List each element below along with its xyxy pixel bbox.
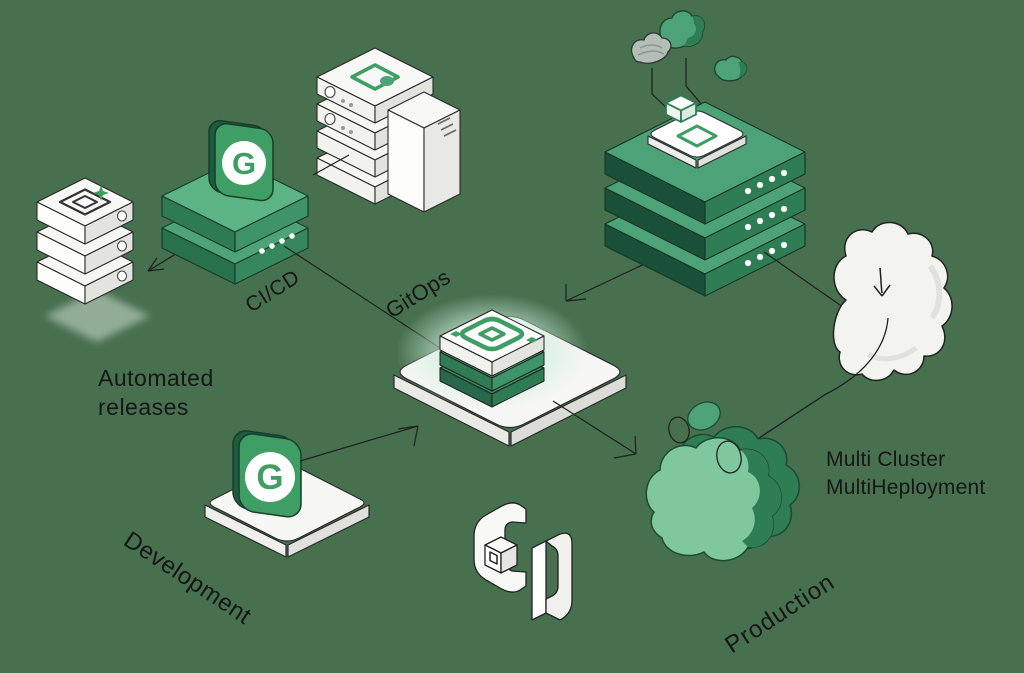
server-shadow (45, 290, 150, 342)
cluster-to-multicloud-line (763, 251, 851, 313)
label-line: releases (98, 394, 189, 420)
vent-lines (437, 117, 457, 137)
label-line: MultiHeployment (826, 476, 986, 499)
g-logo-badge-development: G (232, 430, 302, 518)
sparkle-icon (93, 185, 109, 201)
sync-arrow-icon (873, 267, 891, 297)
cloud-green-large (659, 10, 706, 49)
package-icon-3d (473, 502, 573, 621)
package-stack (439, 309, 545, 408)
development-arrow (299, 425, 419, 462)
config-cube-icon (665, 94, 697, 123)
g-logo-circle (245, 452, 295, 502)
cluster-server (604, 101, 806, 297)
g-logo-letter: G (232, 146, 256, 181)
label-line: Automated (98, 365, 214, 391)
automated-releases-server (36, 177, 150, 342)
g-logo-letter: G (256, 458, 283, 497)
cloud-green-small (714, 55, 748, 82)
platform-to-production-arrow (552, 400, 637, 459)
multicloud-tail-line (755, 317, 889, 441)
container-glyph (450, 316, 538, 352)
led-dots (259, 233, 295, 254)
production-bubbles (668, 401, 742, 474)
cloud-link-lines (651, 58, 704, 113)
rack-connector-line (312, 154, 350, 176)
cluster-platform (647, 94, 747, 169)
container-glyph (350, 63, 400, 91)
g-logo-circle (222, 141, 266, 185)
container-glyph (676, 124, 718, 148)
g-logo-badge-cicd: G (208, 119, 274, 202)
label-line: Multi Cluster (826, 448, 946, 471)
container-glyph (58, 188, 112, 216)
multicluster-cloud (832, 221, 953, 382)
tower-server (387, 91, 461, 213)
production-cloud (645, 426, 800, 562)
label-automated-releases: Automated releases (98, 364, 214, 422)
label-multi-cluster: Multi Cluster MultiHeployment (826, 446, 985, 502)
cloud-gray-config (630, 32, 672, 64)
